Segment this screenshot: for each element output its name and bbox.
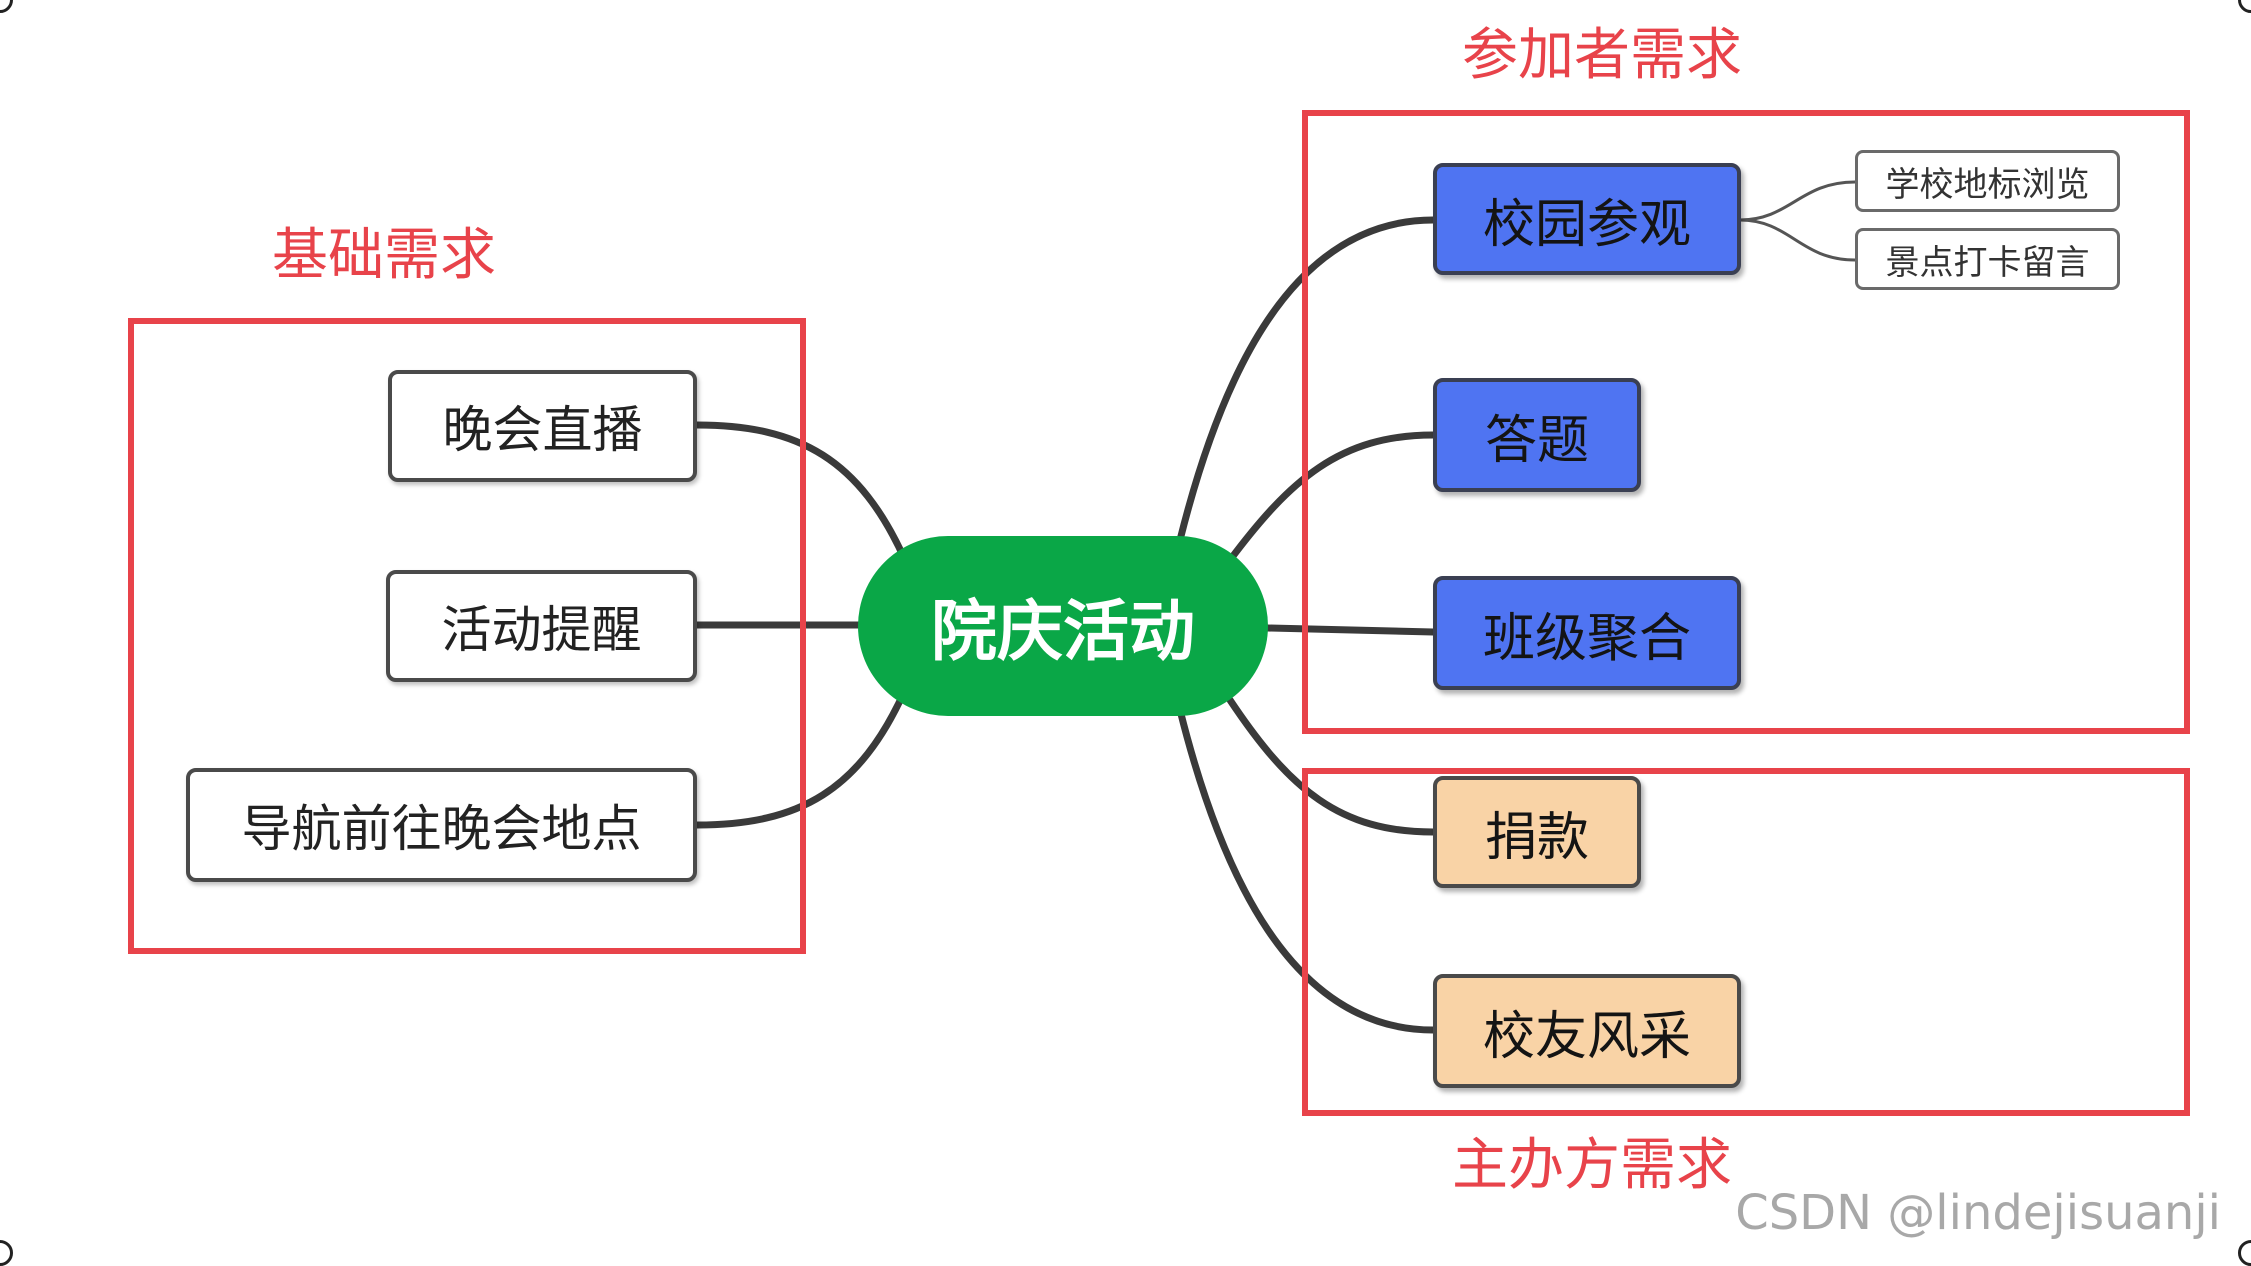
node-landmark-browse[interactable]: 学校地标浏览 [1855,150,2120,212]
node-navigation[interactable]: 导航前往晚会地点 [186,768,697,882]
basic-needs-title: 基础需求 [272,223,496,288]
node-donation[interactable]: 捐款 [1433,776,1641,888]
organizer-needs-box [1302,768,2190,1116]
link-root-class-gather [1264,624,1437,636]
link-root-campus-tour [1176,216,1437,544]
link-root-alumni [1176,706,1437,1034]
node-live-broadcast[interactable]: 晚会直播 [388,370,697,482]
node-checkin-message[interactable]: 景点打卡留言 [1855,228,2120,290]
csdn-watermark: CSDN @lindejisuanji [1735,1185,2221,1241]
organizer-needs-title: 主办方需求 [1452,1133,1732,1198]
node-quiz[interactable]: 答题 [1433,378,1641,492]
node-event-reminder[interactable]: 活动提醒 [386,570,697,682]
root-node[interactable]: 院庆活动 [858,536,1268,716]
link-tour-landmark [1739,180,1856,222]
node-campus-tour[interactable]: 校园参观 [1433,163,1741,275]
node-class-gather[interactable]: 班级聚合 [1433,576,1741,690]
link-root-donation [1226,696,1437,836]
link-tour-checkin [1739,218,1856,262]
basic-needs-box [128,318,806,954]
link-root-navigation [693,686,909,829]
link-root-live [693,421,909,564]
node-alumni-showcase[interactable]: 校友风采 [1433,974,1741,1088]
link-root-quiz [1226,431,1437,564]
participant-needs-box [1302,110,2190,734]
participant-needs-title: 参加者需求 [1462,23,1742,88]
corner-marker-bottom-right [2238,1240,2251,1266]
